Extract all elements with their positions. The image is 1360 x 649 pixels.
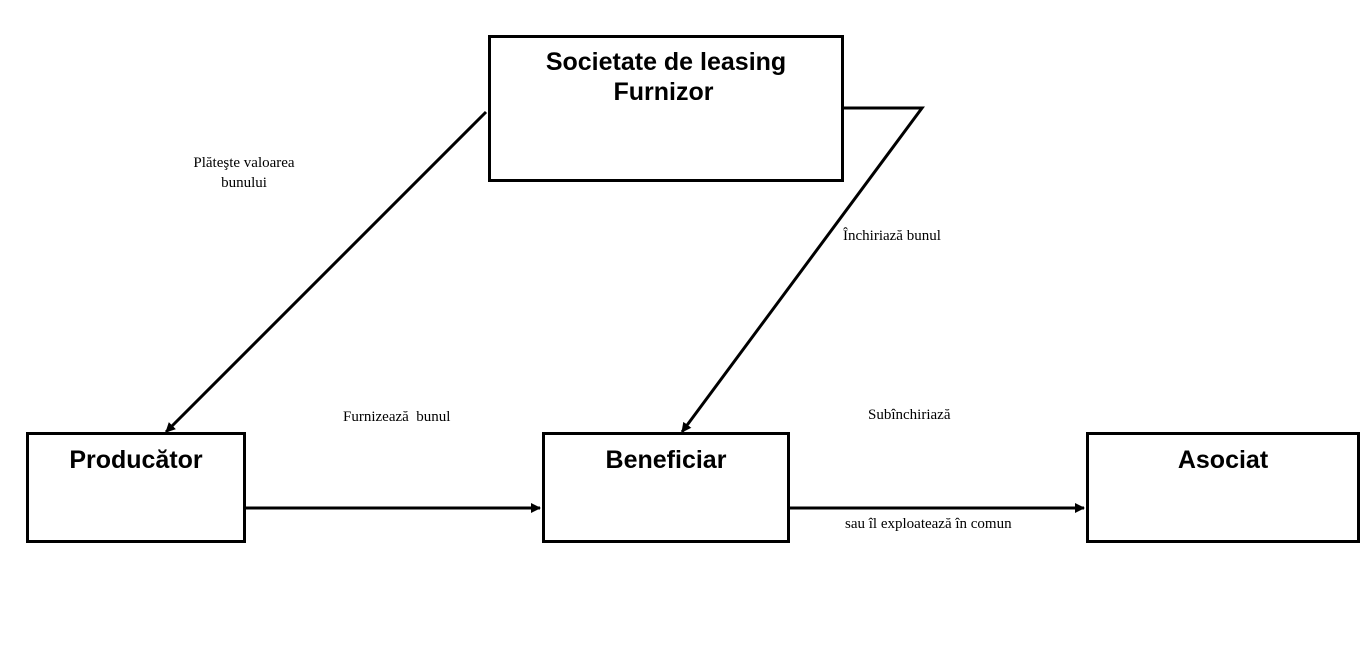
edge-label-pays-value-line1: Plăteşte valoarea — [193, 155, 295, 171]
edge-label-pays-value-line2: bunului — [221, 175, 267, 191]
edge-label-pays-value: Plăteşte valoarea bunului — [168, 153, 320, 193]
producer-box: Producător — [26, 432, 246, 543]
beneficiary-box: Beneficiar — [542, 432, 790, 543]
beneficiary-label: Beneficiar — [605, 446, 727, 474]
edge-label-supplies-asset: Furnizează bunul — [343, 409, 451, 425]
edge-label-subleases: Subînchiriază — [868, 407, 951, 423]
leasing-company-box: Societate de leasing Furnizor — [488, 35, 844, 182]
edge-label-rents-asset: Închiriază bunul — [843, 228, 941, 244]
producer-label: Producător — [69, 446, 203, 474]
leasing-company-name: Societate de leasing — [545, 48, 787, 76]
associate-box: Asociat — [1086, 432, 1360, 543]
arrow-leasing-to-beneficiary — [680, 106, 925, 433]
leasing-company-role: Furnizor — [613, 78, 714, 106]
edge-label-joint-operation: sau îl exploatează în comun — [845, 516, 1012, 532]
associate-label: Asociat — [1177, 446, 1269, 474]
arrow-leasing-to-producer — [164, 110, 488, 434]
